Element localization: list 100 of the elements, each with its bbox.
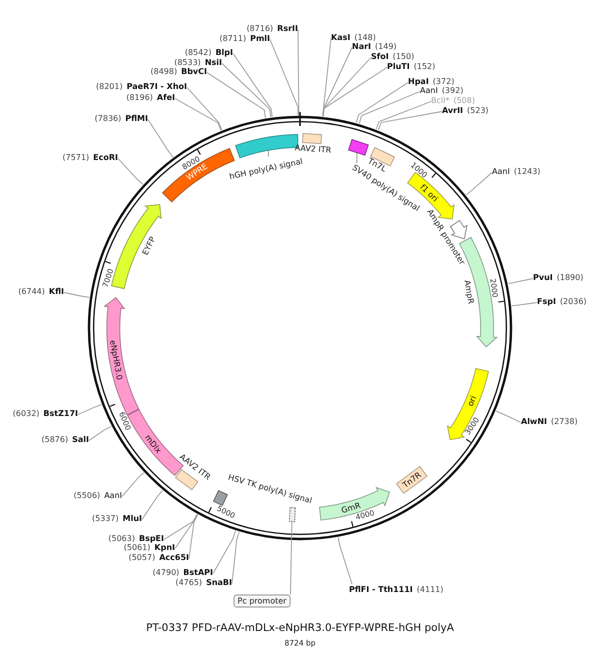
- enzyme-name: BstAPI: [183, 568, 213, 577]
- site-position: (8711): [219, 34, 246, 43]
- leader-line: [186, 87, 222, 131]
- leader-line: [378, 111, 442, 131]
- enzyme-name: NarI: [352, 42, 372, 51]
- feature-label: HSV TK poly(A) signal: [227, 472, 313, 506]
- site-position: (6032): [12, 409, 40, 418]
- enzyme-name: RsrII: [277, 24, 298, 33]
- site-position: (5063): [108, 534, 135, 543]
- enzyme-name: KflI: [48, 287, 64, 296]
- enzyme-name: BclI*: [431, 96, 450, 105]
- feature-label: AmpR: [462, 279, 476, 305]
- site-position: (4765): [175, 578, 202, 587]
- leader-line: [118, 158, 144, 185]
- enzyme-name: AlwNI: [521, 417, 547, 426]
- site-position: (523): [467, 106, 489, 115]
- leader-line: [148, 119, 174, 158]
- enzyme-name: AanI: [104, 491, 122, 500]
- leader-line: [232, 531, 240, 584]
- leader-line: [142, 490, 163, 520]
- leader-line: [290, 522, 292, 595]
- site-position: (1890): [556, 273, 584, 282]
- enzyme-name: KasI: [331, 33, 350, 42]
- leader-line: [164, 514, 198, 540]
- enzyme-name: Acc65I: [159, 553, 189, 562]
- enzyme-name: NsiI: [204, 58, 222, 67]
- enzyme-name: AanI: [420, 86, 438, 95]
- leader-line: [206, 72, 266, 118]
- site-position: (7836): [94, 114, 122, 123]
- enzyme-name: PmlI: [250, 34, 270, 43]
- enzyme-name: FspI: [537, 297, 556, 306]
- leader-line: [212, 530, 236, 574]
- site-position: (149): [375, 42, 397, 51]
- enzyme-name: BbvCI: [181, 67, 207, 76]
- leader-line: [174, 98, 222, 131]
- feature-box: [348, 138, 370, 156]
- enzyme-name: BspEI: [138, 534, 164, 543]
- enzyme-name: SfoI: [371, 52, 389, 61]
- leader-line: [222, 63, 272, 118]
- enzyme-name: SnaBI: [206, 578, 232, 587]
- site-position: (148): [354, 33, 376, 42]
- map-title: PT-0337 PFD-rAAV-mDLx-eNpHR3.0-EYFP-WPRE-hGH polyA: [146, 622, 454, 634]
- enzyme-name: EcoRI: [93, 153, 118, 162]
- leader-line: [298, 29, 300, 116]
- leader-line: [232, 53, 273, 118]
- leader-line: [495, 410, 522, 423]
- leader-line: [356, 82, 408, 124]
- site-position: (4111): [416, 585, 444, 594]
- site-position: (8498): [150, 67, 178, 76]
- site-position: (508): [453, 96, 475, 105]
- feature-label: EYFP: [140, 235, 158, 257]
- leader-line: [122, 472, 144, 497]
- site-position: (5061): [124, 543, 150, 552]
- leader-line: [88, 426, 112, 441]
- site-position: (152): [414, 62, 436, 71]
- leader-line: [358, 91, 420, 124]
- enzyme-name: PflMI: [125, 114, 148, 123]
- feature-box: [302, 132, 322, 144]
- feature-name: f1 ori: [418, 182, 440, 204]
- enzyme-name: PflFI - Tth111I: [349, 585, 413, 594]
- enzyme-name: BlpI: [215, 48, 233, 57]
- enzyme-name: BstZ17I: [43, 409, 78, 418]
- site-position: (5057): [128, 553, 156, 562]
- leader-line: [64, 292, 90, 298]
- site-position: (1243): [514, 167, 540, 176]
- leader-line: [174, 514, 198, 549]
- site-position: (7571): [62, 153, 90, 162]
- site-position: (8716): [246, 24, 274, 33]
- leader-line: [322, 57, 372, 117]
- leader-line: [270, 39, 298, 116]
- site-position: (5876): [42, 435, 68, 444]
- enzyme-name: PvuI: [533, 273, 553, 282]
- leader-line: [78, 404, 102, 415]
- enzyme-name: AanI: [492, 167, 510, 176]
- leader-line: [508, 278, 534, 284]
- feature-name: eNpHR3.0: [108, 340, 124, 382]
- site-position: (372): [432, 77, 454, 86]
- enzyme-name: AvrII: [442, 106, 464, 115]
- directional-feature: [318, 487, 390, 521]
- feature-box: [213, 490, 228, 506]
- feature-tag: Pc promoter: [234, 594, 290, 608]
- site-position: (5506): [74, 491, 100, 500]
- enzyme-name: SalI: [72, 435, 89, 444]
- leader-line: [322, 38, 332, 117]
- enzyme-name: KpnI: [154, 543, 175, 552]
- leader-line: [322, 67, 388, 117]
- site-position: (4790): [152, 568, 180, 577]
- site-position: (8533): [174, 58, 201, 67]
- enzyme-name: PluTI: [387, 62, 410, 71]
- leader-line: [322, 47, 352, 117]
- site-position: (150): [392, 52, 414, 61]
- feature-box: [396, 466, 428, 494]
- site-position: (5337): [92, 514, 119, 523]
- feature-name: ori: [466, 394, 478, 408]
- enzyme-name: AfeI: [156, 93, 175, 102]
- enzyme-name: MluI: [122, 514, 142, 523]
- leader-line: [338, 536, 352, 584]
- leader-line: [268, 150, 269, 158]
- enzyme-name: PaeR7I - XhoI: [126, 82, 187, 91]
- feature-label: hGH poly(A) signal: [228, 156, 304, 182]
